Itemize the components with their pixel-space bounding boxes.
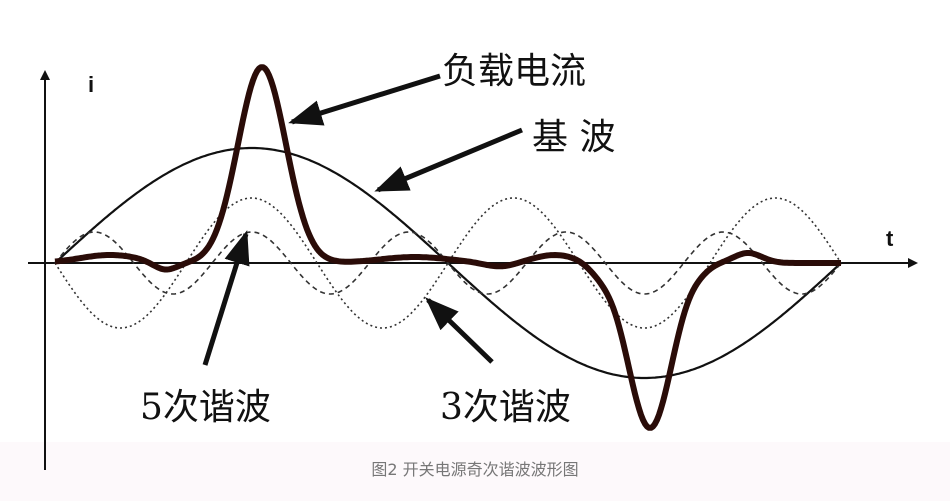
load-current-wave (54, 64, 842, 431)
arrow-fifth-harmonic (202, 230, 250, 366)
y-axis-label: i (88, 72, 95, 97)
label-third-harmonic: 3次谐波 (440, 387, 571, 428)
arrow-load-current (288, 73, 441, 126)
arrow-fundamental (374, 127, 523, 193)
caption-background (0, 442, 950, 501)
label-fifth-harmonic: 5次谐波 (140, 387, 271, 428)
fifth-harmonic-wave (54, 231, 842, 295)
arrow-third-harmonic (425, 297, 494, 364)
label-load-current: 负载电流 (442, 51, 587, 92)
figure-caption: 图2 开关电源奇次谐波波形图 (371, 460, 579, 479)
label-fundamental: 基 波 (532, 117, 616, 158)
x-axis-label: t (886, 226, 894, 251)
